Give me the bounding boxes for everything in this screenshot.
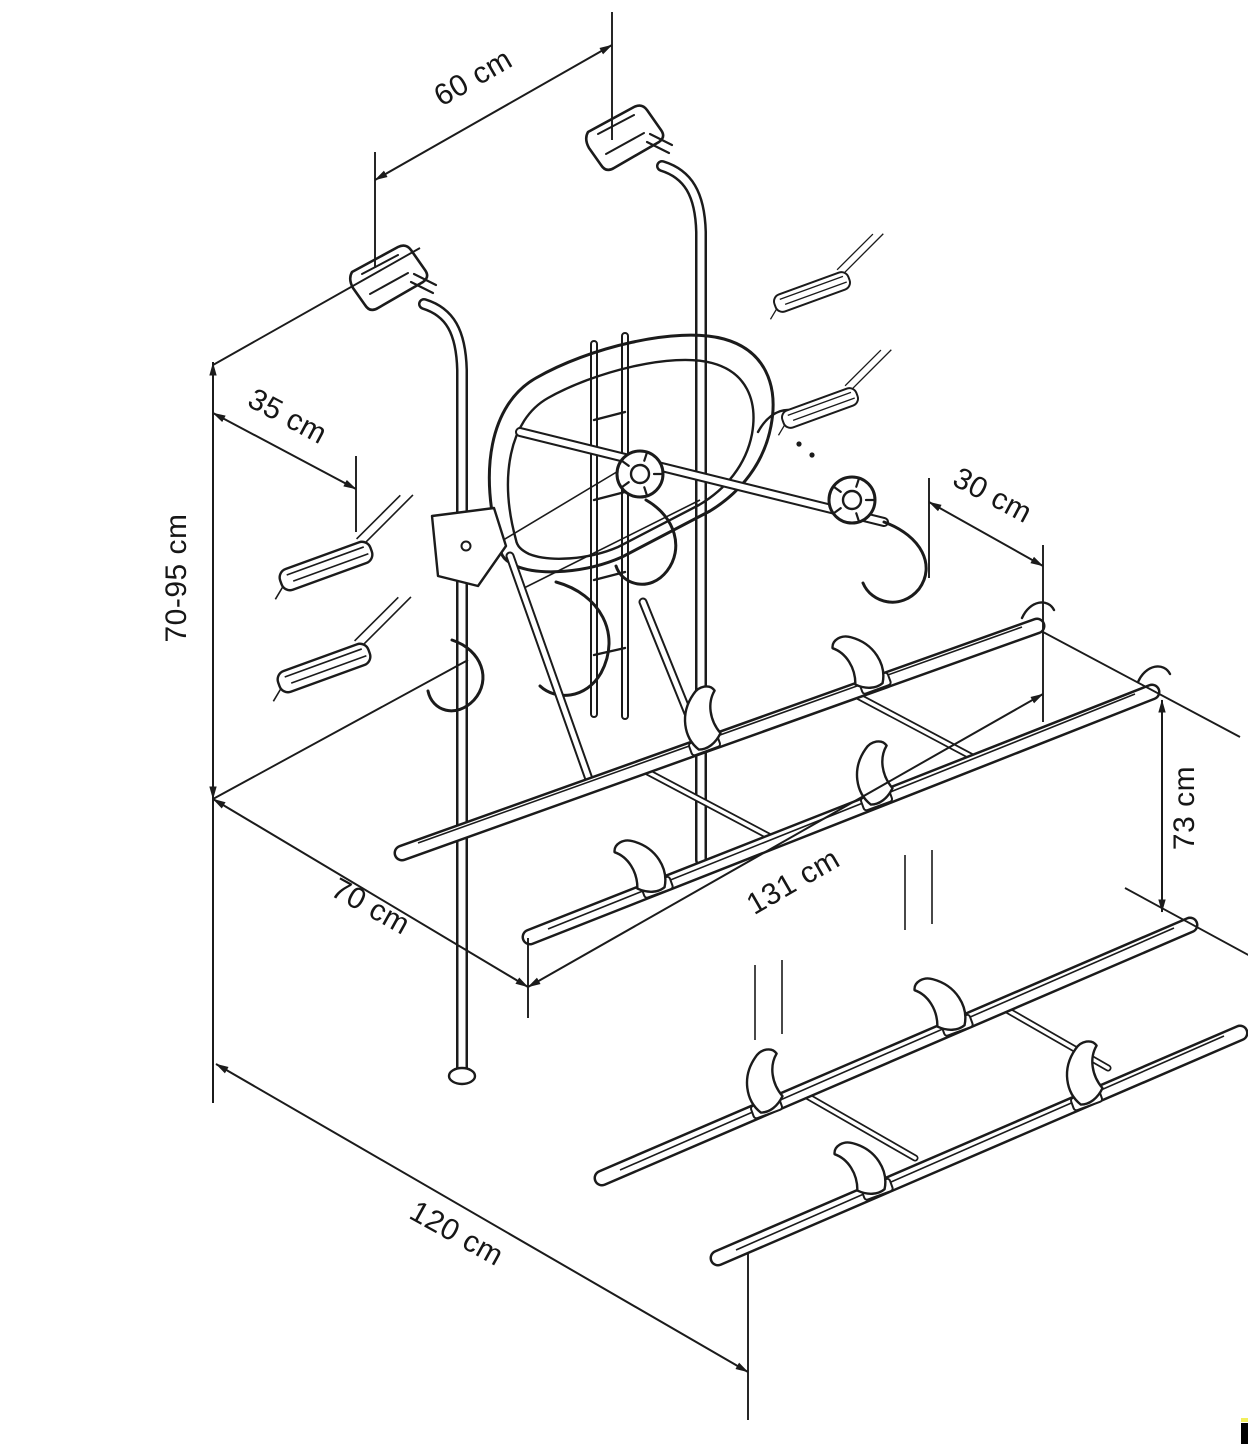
left-post: [418, 298, 477, 1086]
bike-rail-rear: [593, 916, 1199, 1187]
dim-label-lowered-height: 73 cm: [1168, 766, 1201, 850]
dimension-overall-width: 120 cm: [215, 1063, 749, 1420]
left-hook: [614, 498, 678, 586]
guide-lines: [754, 850, 933, 1040]
carrier-structure: [253, 104, 1248, 1267]
corner-mark: [1241, 1418, 1248, 1444]
rail-end-cap: [754, 229, 899, 321]
lowered-rail-unit: [593, 850, 1248, 1267]
right-post: [656, 160, 707, 866]
rail-end-cap: [762, 345, 907, 437]
wall-bracket-right: [584, 104, 674, 172]
dim-label-mount-spacing: 60 cm: [429, 42, 518, 113]
dim-label-mount-side-offset: 35 cm: [243, 382, 333, 451]
dim-label-platform-depth: 70 cm: [326, 872, 416, 942]
bike-rail-front: [709, 1024, 1248, 1267]
mount-plate: [430, 506, 508, 588]
detail-dot: [809, 452, 815, 458]
rail-end-cap: [255, 490, 432, 601]
detail-dot: [796, 441, 802, 447]
strap-hook: [426, 638, 485, 713]
right-hook: [861, 520, 928, 604]
dimension-lowered-height: 73 cm: [1042, 631, 1248, 956]
dimension-rail-gap: 30 cm: [928, 461, 1044, 722]
dimension-rail-length: 131 cm: [527, 693, 1044, 1018]
wheel-holder: [910, 967, 975, 1043]
center-column: [590, 332, 629, 720]
dimension-mount-side-offset: 35 cm: [212, 382, 357, 532]
post-foot: [447, 1066, 477, 1086]
clamp-knob-left: [615, 449, 665, 499]
clamp-arm: [515, 408, 928, 604]
dim-label-mount-height-range: 70-95 cm: [160, 513, 193, 642]
dim-label-overall-width: 120 cm: [404, 1195, 509, 1273]
rail-end-cap: [253, 592, 430, 703]
clamp-knob-right: [827, 475, 877, 525]
dimension-mount-spacing: 60 cm: [374, 12, 613, 268]
